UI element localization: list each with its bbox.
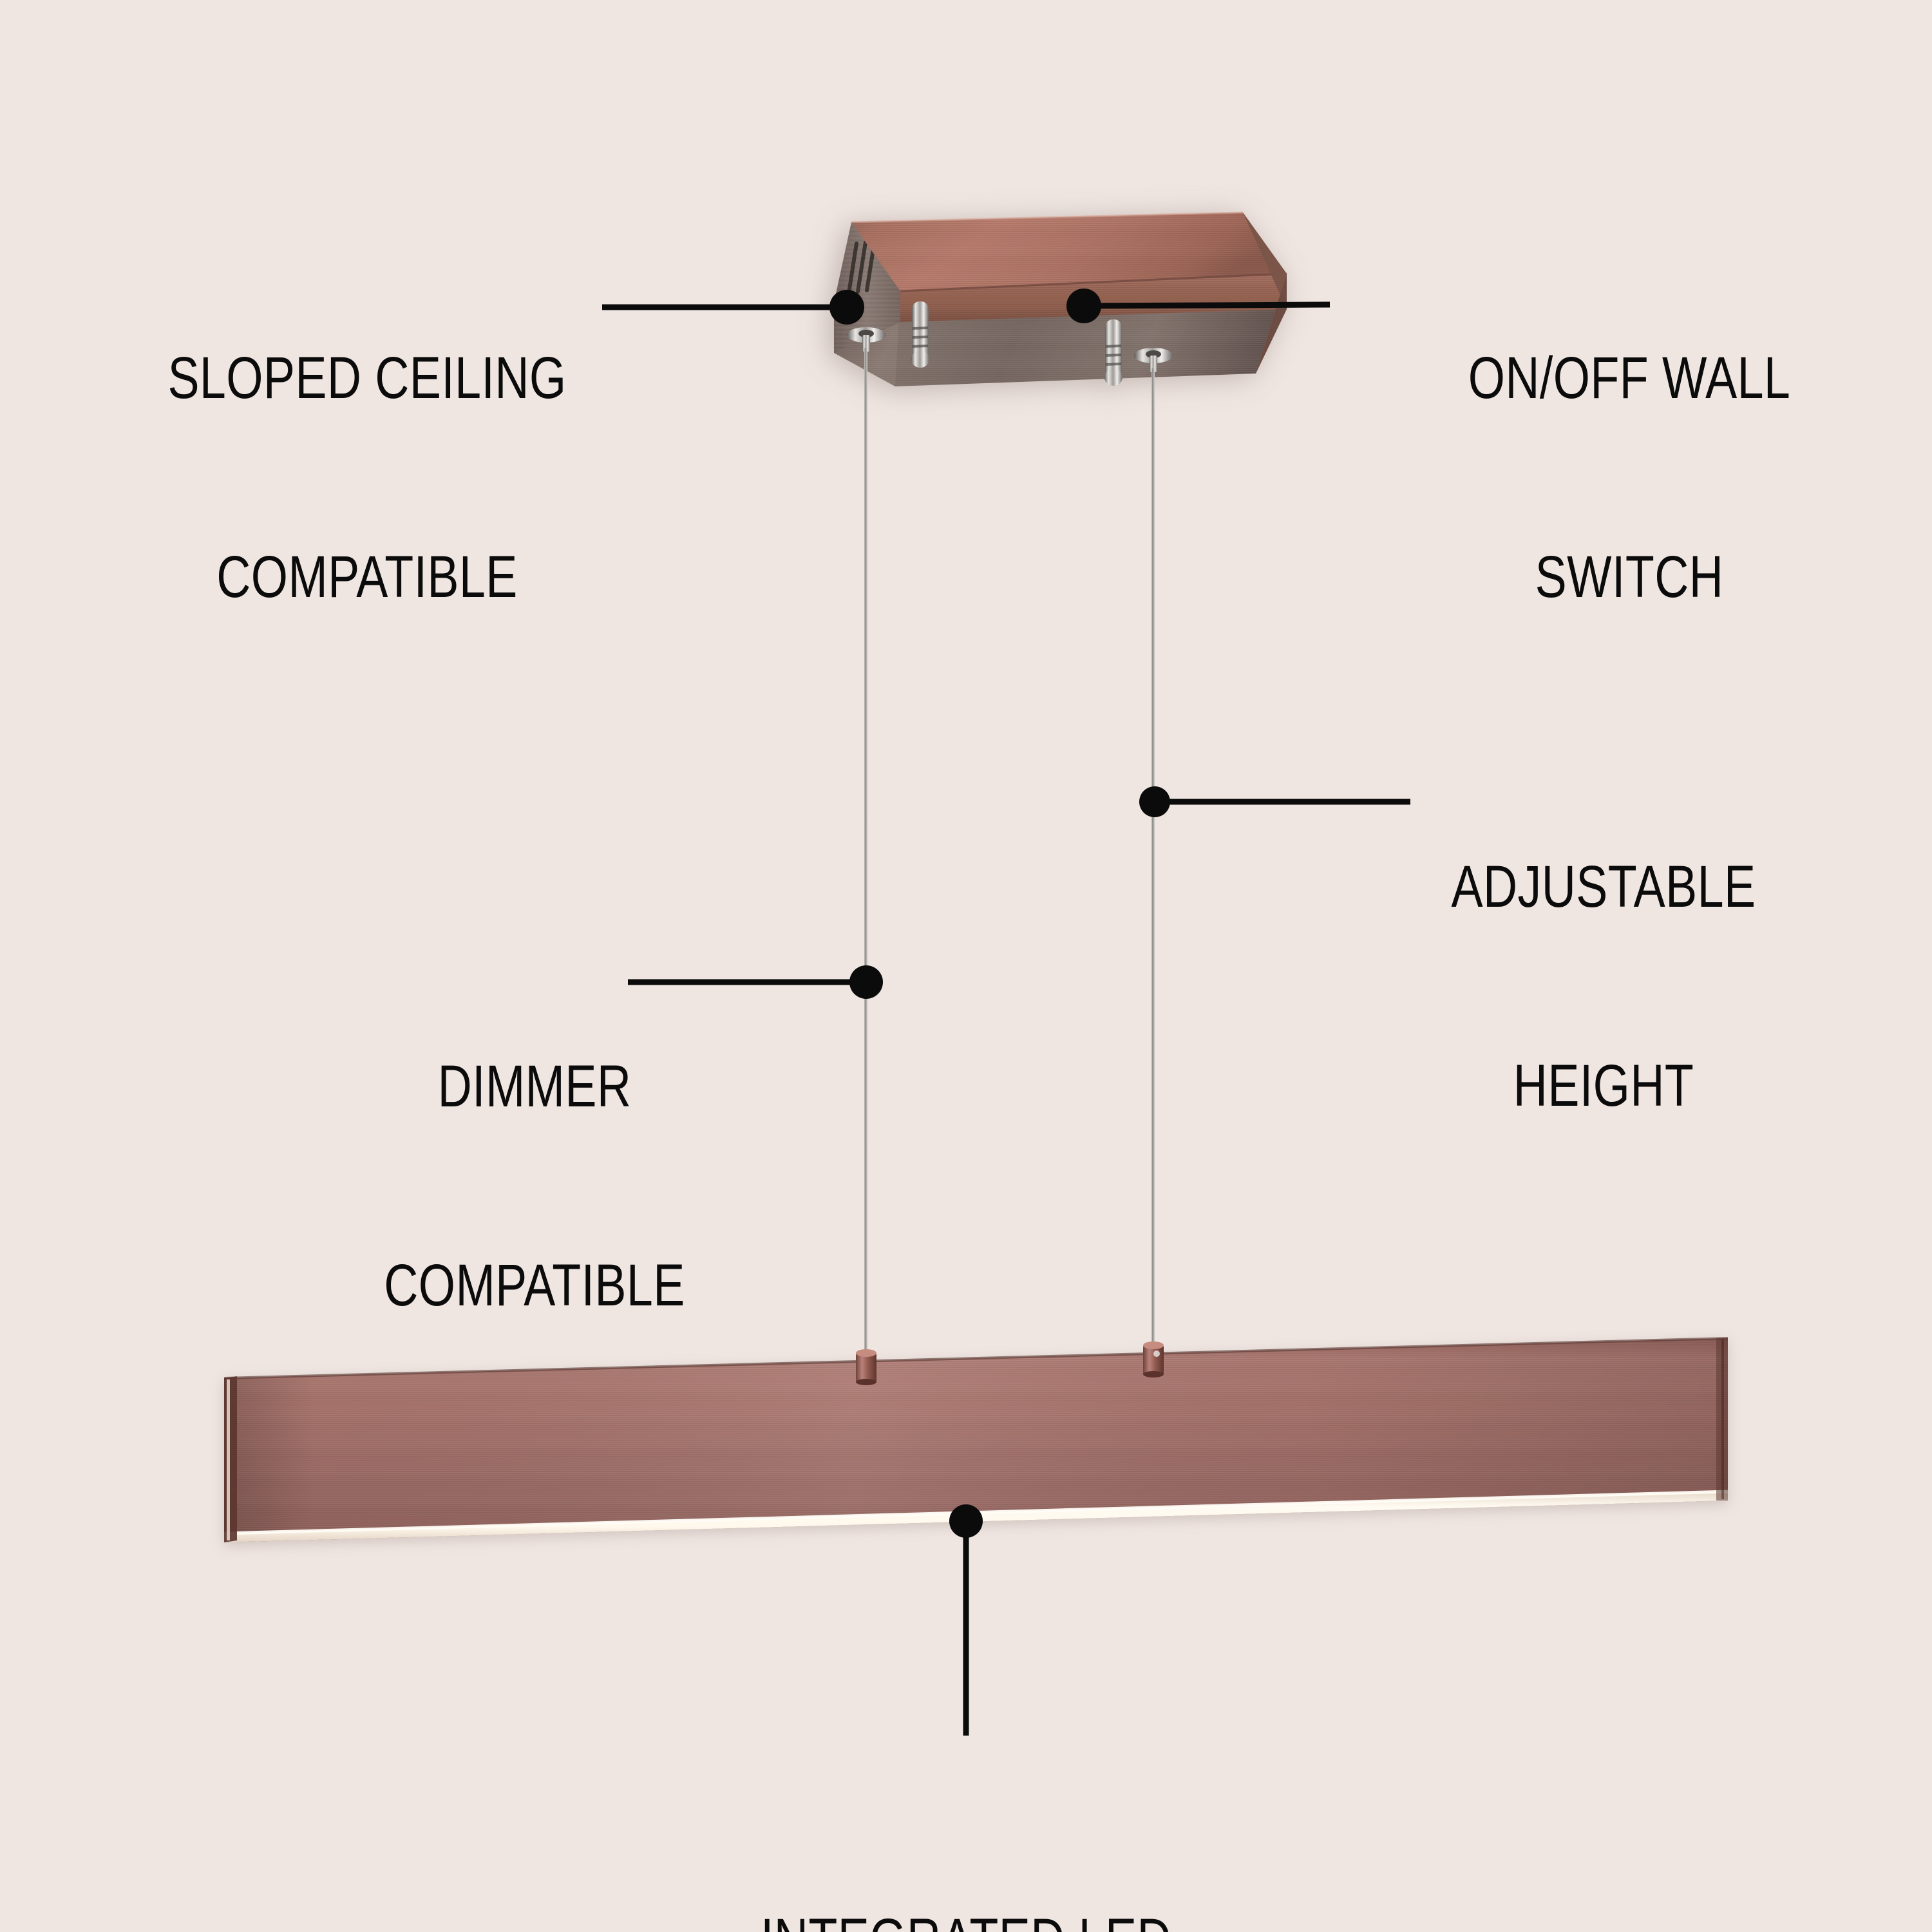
dot-dimmer-compatible xyxy=(849,965,883,999)
dot-on-off-wall-switch xyxy=(1066,289,1101,323)
canopy-top-face xyxy=(851,211,1287,292)
cable-gripper-right xyxy=(1134,348,1173,372)
mounting-pin-right xyxy=(1104,319,1122,386)
leader-on-off-wall-switch xyxy=(1083,301,1331,309)
cable-gripper-left xyxy=(847,327,886,352)
callout-dots xyxy=(829,289,1170,1538)
bar-cable-anchor-left xyxy=(856,1349,876,1385)
suspension-cables xyxy=(864,348,1155,1378)
callout-line: DIMMER xyxy=(437,1054,632,1120)
dot-sloped-ceiling-compatible xyxy=(829,290,864,325)
callout-line: ADJUSTABLE xyxy=(1451,854,1756,920)
callout-line: SLOPED CEILING xyxy=(167,345,567,412)
led-light-bar xyxy=(223,1337,1728,1542)
dot-adjustable-height xyxy=(1139,786,1170,817)
mounting-pin-left xyxy=(911,301,929,368)
callout-label-dimmer-compatible: DIMMER COMPATIBLE xyxy=(272,921,797,1452)
callout-line: COMPATIBLE xyxy=(216,544,518,611)
callout-line: INTEGRATED LED xyxy=(724,1907,1208,1932)
bar-right-end-cap xyxy=(1716,1338,1728,1501)
callout-label-sloped-ceiling-compatible: SLOPED CEILING COMPATIBLE xyxy=(94,213,640,743)
callout-line: ON/OFF WALL xyxy=(1468,345,1791,412)
callout-label-integrated-led: INTEGRATED LED xyxy=(724,1774,1208,1932)
callout-label-adjustable-height: ADJUSTABLE HEIGHT xyxy=(1341,721,1866,1252)
bar-cable-anchor-right xyxy=(1143,1341,1164,1378)
callout-line: COMPATIBLE xyxy=(384,1253,685,1319)
dot-integrated-led xyxy=(949,1504,983,1538)
callout-line: HEIGHT xyxy=(1513,1053,1694,1119)
callout-leaders xyxy=(602,301,1410,1736)
bar-left-end-cap xyxy=(224,1376,237,1542)
callout-label-on-off-wall-switch: ON/OFF WALL SWITCH xyxy=(1367,213,1892,743)
suspension-cable-left xyxy=(864,348,867,1378)
callout-line: SWITCH xyxy=(1535,544,1724,611)
suspension-cable-right xyxy=(1151,368,1155,1350)
ceiling-canopy xyxy=(834,211,1287,386)
canopy-right-end-cap xyxy=(1243,213,1287,374)
